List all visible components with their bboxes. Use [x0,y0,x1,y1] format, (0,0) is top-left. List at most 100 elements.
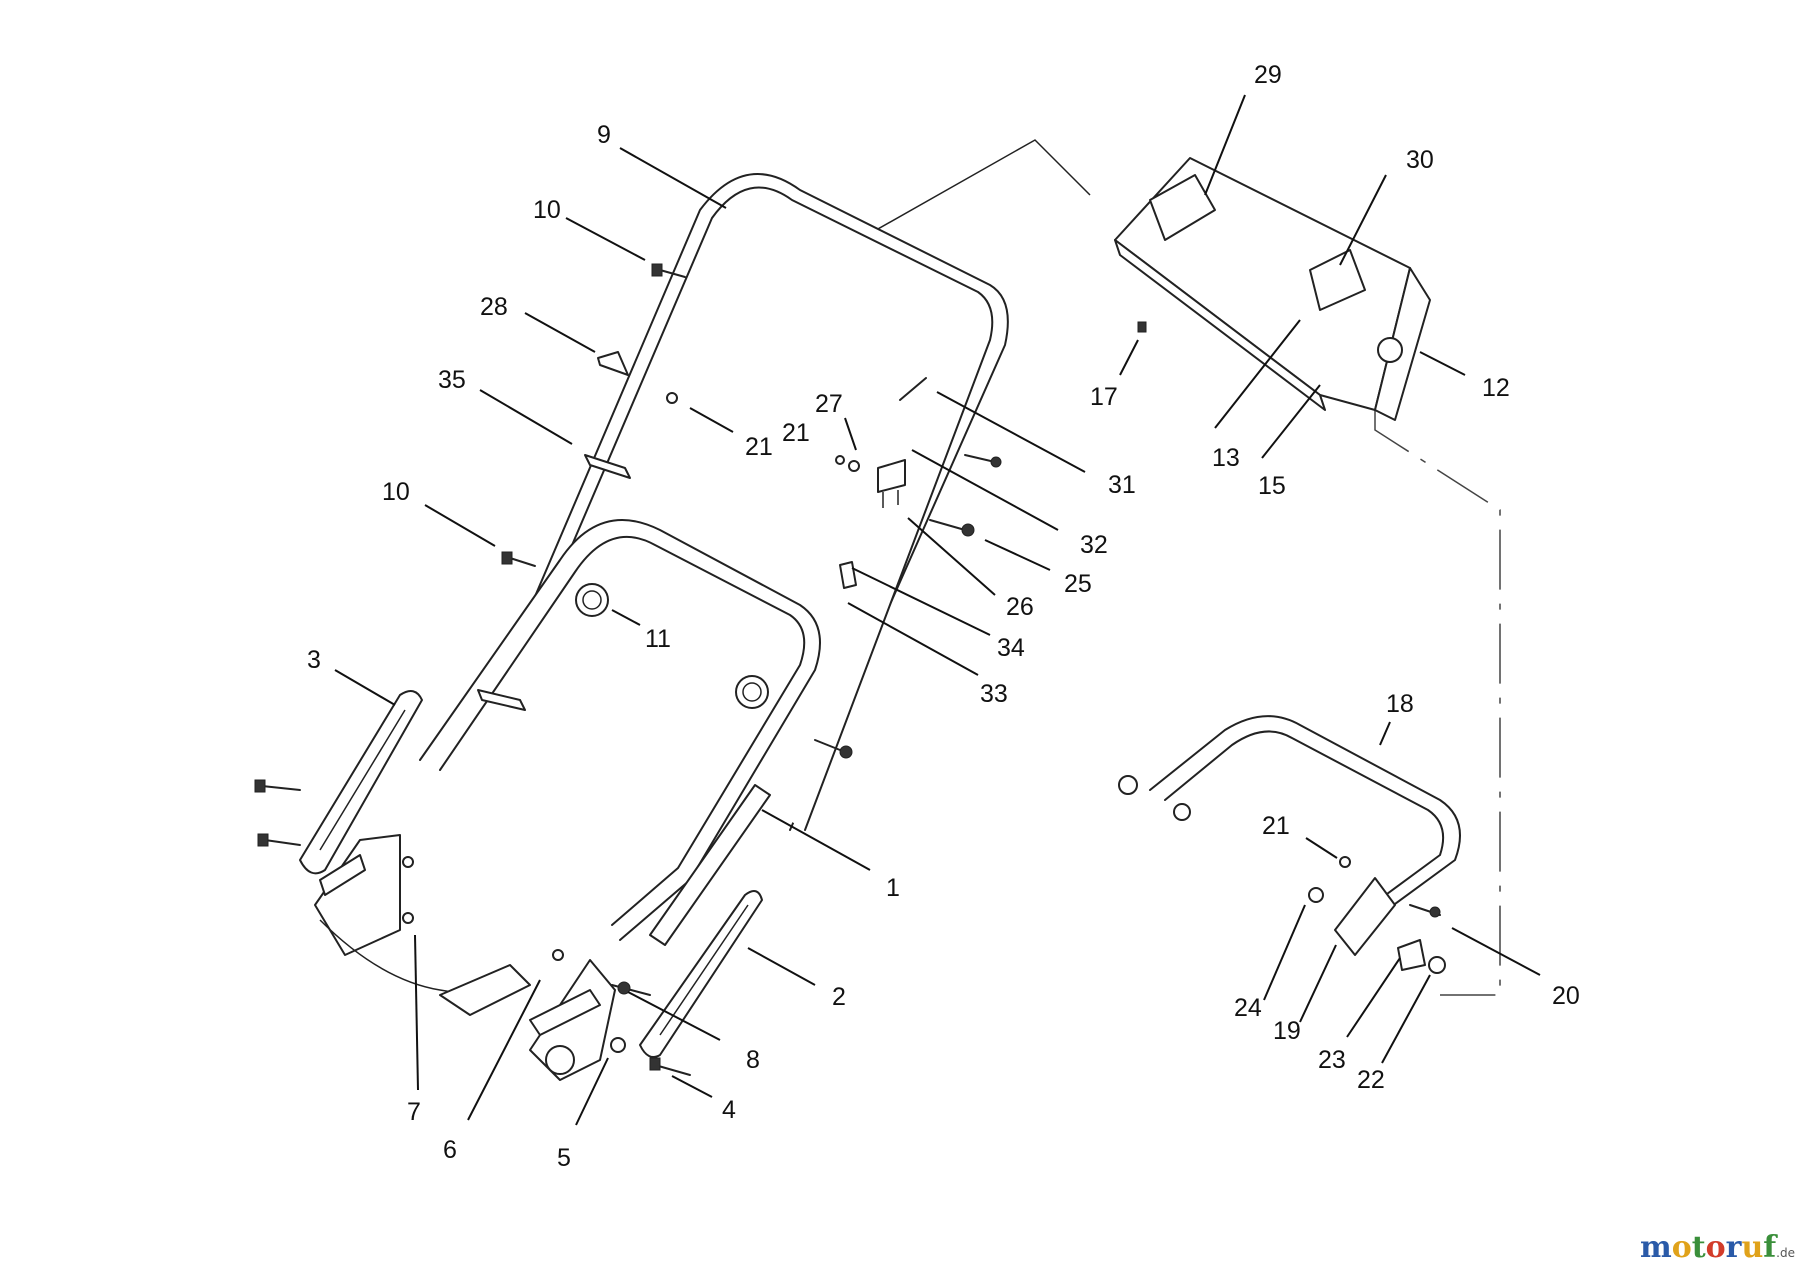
deck-outline-left [319,919,501,1001]
nut-21-bail [1339,856,1351,868]
callout-22: 22 [1357,1066,1385,1094]
nut-bail-left [1173,803,1191,821]
wm-domain: .de [1776,1246,1795,1260]
callout-10-lower: 10 [382,478,410,506]
bolt-32 [964,454,1002,468]
callout-13: 13 [1212,444,1240,472]
height-adjust-teeth [529,989,601,1036]
callout-35: 35 [438,366,466,394]
callout-labels: 9 10 28 35 21 27 21 10 11 3 29 30 17 12 … [307,61,1580,1172]
control-assembly [814,377,1002,759]
bolt-20 [1409,904,1441,918]
wm-letter-o2: o [1706,1230,1726,1265]
bolt-bail-left [1118,775,1138,795]
callout-34: 34 [997,634,1025,662]
wm-letter-r: r [1726,1230,1743,1265]
panel-end-12 [1374,267,1431,421]
nut-left-1 [402,856,414,868]
callout-20: 20 [1552,982,1580,1010]
callout-28: 28 [480,293,508,321]
wm-letter-m: m [1640,1230,1672,1265]
cable-31 [899,377,927,401]
washer-27 [848,460,860,472]
callout-26: 26 [1006,593,1034,621]
nut-left-2 [402,912,414,924]
callout-3: 3 [307,646,321,674]
callout-21-upper: 21 [745,433,773,461]
bolt-10-upper [651,263,686,278]
reference-line-right [1374,410,1501,996]
bail-assembly [1118,715,1461,974]
callout-33: 33 [980,680,1008,708]
bolt-right-4 [649,1057,691,1076]
callout-29: 29 [1254,61,1282,89]
svg-text:motoruf.de: motoruf.de [1640,1230,1795,1265]
callout-5: 5 [557,1144,571,1172]
callout-27: 27 [815,390,843,418]
callout-7: 7 [407,1098,421,1126]
slotted-arm-right-slot [659,904,749,1036]
bolt-left-2 [257,833,301,847]
lever-30 [1309,249,1366,311]
wm-letter-u: u [1741,1230,1763,1265]
callout-24: 24 [1234,994,1262,1022]
callout-4: 4 [722,1096,736,1124]
control-block-26 [877,459,906,493]
callout-18: 18 [1386,690,1414,718]
wheel-hub [545,1045,575,1075]
callout-15: 15 [1258,472,1286,500]
callout-21-control: 21 [782,419,810,447]
bolt-handle-right [814,739,853,759]
control-panel [1114,157,1431,421]
callout-31: 31 [1108,471,1136,499]
bolt-left-1 [254,779,301,793]
nut-21-upper [666,392,678,404]
callout-6: 6 [443,1136,457,1164]
cap-22 [1428,956,1446,974]
watermark-logo: motoruf.de [1640,1230,1795,1265]
slotted-arm-left-slot [319,709,406,851]
cable-guide-35 [584,454,631,479]
callout-23: 23 [1318,1046,1346,1074]
bolt-10-lower [501,551,536,567]
cam-23 [1397,939,1426,971]
panel-port [1377,337,1403,363]
callout-19: 19 [1273,1017,1301,1045]
callout-1: 1 [886,874,900,902]
wm-letter-t: t [1692,1230,1706,1265]
nut-21-control [835,455,845,465]
spring-34 [839,561,857,589]
callout-9: 9 [597,121,611,149]
washer-5 [610,1037,626,1053]
panel-face [1114,239,1326,411]
callout-30: 30 [1406,146,1434,174]
knob-right [735,675,769,709]
bail-18-inner [1164,730,1444,906]
bolt-right-8 [611,981,651,996]
side-plate-left [314,834,401,956]
callout-32: 32 [1080,531,1108,559]
callout-21-bail: 21 [1262,812,1290,840]
deck-lip [439,964,531,1016]
callout-12: 12 [1482,374,1510,402]
lower-handle [419,519,821,946]
right-bracket-assembly [529,890,763,1081]
bolt-25 [929,519,975,537]
lower-handle-tube-inner [439,536,806,926]
cable-guide-lower [477,689,526,711]
nut-24 [1308,887,1324,903]
left-bracket-assembly [254,690,531,1016]
callout-2: 2 [832,983,846,1011]
callout-8: 8 [746,1046,760,1074]
bracket-left [319,854,366,896]
knob-left [575,583,609,617]
lever-29 [1149,174,1216,241]
handle-sleeve [649,784,771,946]
wm-letter-o1: o [1672,1230,1692,1265]
cable-tie-28 [597,351,629,376]
screw-17 [1137,321,1147,333]
wm-letter-f: f [1763,1230,1778,1265]
callout-11: 11 [645,625,671,653]
